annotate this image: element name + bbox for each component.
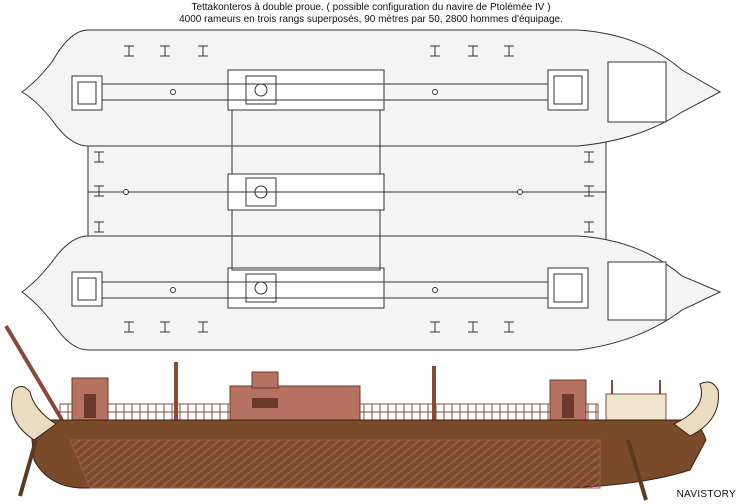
catapult-icon: [584, 151, 594, 163]
catapult-icon: [94, 185, 104, 197]
catapult-icon: [94, 151, 104, 163]
caption-title: Tettakonteros à double proue. ( possible…: [191, 2, 551, 13]
steering-oar: [18, 439, 38, 497]
catapult-icon: [468, 321, 478, 333]
steering-oar: [626, 439, 648, 501]
catapult-icon: [584, 185, 594, 197]
catapult-icon: [504, 321, 514, 333]
side-view: [4, 324, 719, 501]
navistory-watermark: NAVISTORY: [676, 489, 736, 500]
catapult-icon: [198, 45, 208, 57]
catapult-icon: [468, 45, 478, 57]
catapult-icon: [198, 321, 208, 333]
catapult-icon: [160, 321, 170, 333]
catapult-icon: [124, 321, 134, 333]
caption-details: 4000 rameurs en trois rangs superposés, …: [179, 14, 563, 25]
catapult-icon: [124, 45, 134, 57]
catapult-icon: [584, 221, 594, 233]
bow-ornament-right: [673, 381, 719, 437]
catapult-icon: [160, 45, 170, 57]
catapult-icons: [94, 45, 594, 333]
catapult-icon: [504, 45, 514, 57]
mast-markers: [123, 89, 523, 293]
catapult-icon: [430, 45, 440, 57]
bow-ornament-left: [11, 386, 57, 441]
catapult-icon: [430, 321, 440, 333]
mast-icon: [4, 324, 64, 422]
plan-view: [21, 29, 722, 351]
catapult-icon: [94, 221, 104, 233]
oar-bank: [69, 439, 601, 489]
